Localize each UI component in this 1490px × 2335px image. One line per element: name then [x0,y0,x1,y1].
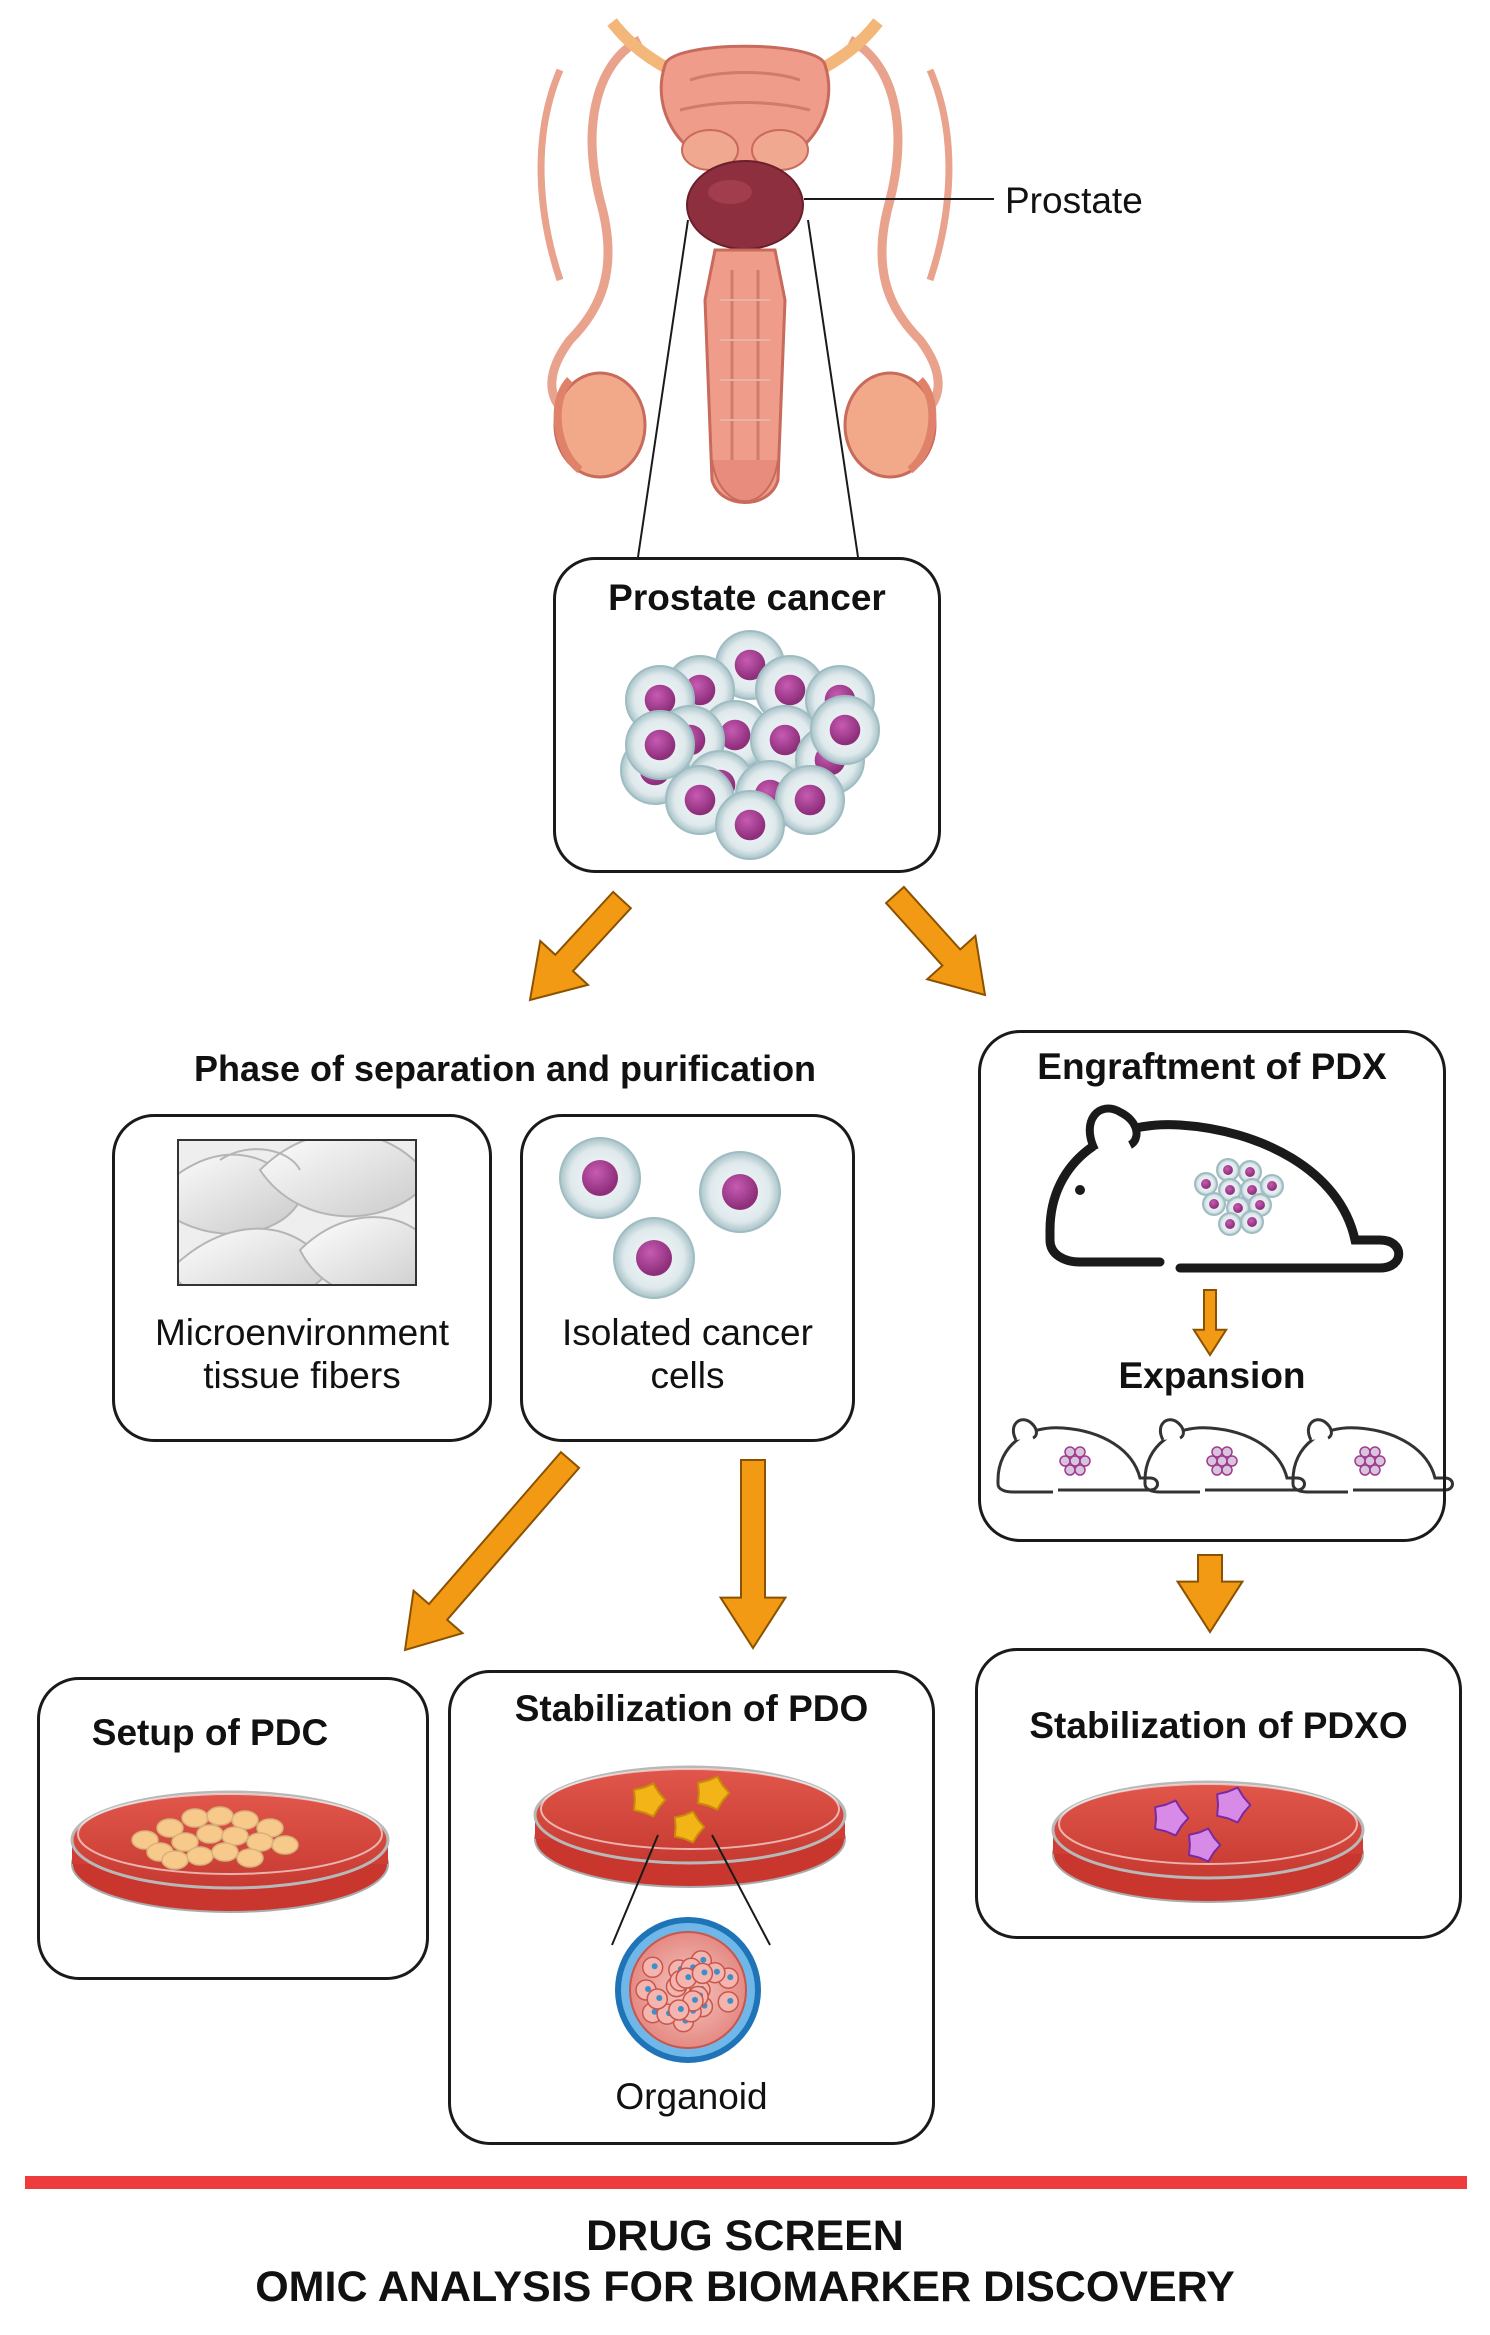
cancer-cell [715,790,785,860]
cancer-cell [613,1217,695,1299]
zoom-line-left [637,219,689,558]
pdx-box [978,1030,1446,1542]
cancer-cell [810,695,880,765]
flow-arrow [884,885,987,997]
cancer-cell [699,1151,781,1233]
pdxo-box [975,1648,1462,1939]
organoid-clump [697,1775,731,1811]
anatomy-illustration [537,18,953,504]
flow-arrow [403,1450,581,1652]
flow-arrow [1191,1289,1229,1357]
cancer-cell [1194,1172,1218,1196]
tumor-cell-cluster [620,630,880,860]
pdc-box [37,1677,429,1980]
small-mouse [996,1418,1159,1494]
pdc-cell [231,1810,259,1830]
flow-arrows [403,885,1245,1652]
organoid-clump [673,1810,706,1844]
pdo-title: Stabilization of PDO [514,1688,869,1729]
pdxo-title: Stabilization of PDXO [1029,1705,1408,1746]
fibers-label-line2: tissue fibers [203,1355,401,1396]
cancer-cell [775,765,845,835]
divider-bar [25,2176,1467,2189]
pdx-mouse-large [1045,1104,1404,1273]
cancer-cell [559,1137,641,1219]
petri-dishes [70,1765,1365,1913]
cancer-cell [625,710,695,780]
tumor-box [553,557,941,873]
pdo-box [448,1670,935,2145]
pdxo-clump [1216,1786,1252,1824]
expansion-label: Expansion [1118,1355,1306,1396]
pdxo-clump [1154,1799,1190,1837]
zoom-line-right [807,219,859,558]
cancer-cell [1260,1174,1284,1198]
fibers-label-line1: Microenvironment [154,1312,450,1353]
pdc-title: Setup of PDC [91,1712,329,1753]
pdc-cell [171,1832,199,1852]
cancer-cell [1202,1192,1226,1216]
organoid-illustration [611,1834,771,2063]
footer-line2: OMIC ANALYSIS FOR BIOMARKER DISCOVERY [255,2263,1235,2311]
flow-arrow [718,1459,788,1650]
small-mouse [1291,1418,1454,1494]
organoid-clump [633,1782,667,1818]
pdc-cell [221,1826,249,1846]
flow-arrow [1175,1554,1245,1634]
footer-line1: DRUG SCREEN [586,2212,904,2260]
pdc-petri-dish [70,1790,390,1913]
fibers-box [112,1114,492,1442]
organoid-label: Organoid [615,2076,768,2117]
isolated-cells-illustration [559,1137,781,1299]
separation-heading: Phase of separation and purification [193,1048,817,1089]
expansion-mice [996,1418,1454,1494]
pdo-petri-dish [533,1765,847,1888]
pdc-cell [271,1835,299,1855]
pdc-cell [236,1848,264,1868]
cells-label-line1: Isolated cancer [562,1312,813,1353]
pdc-cell [161,1850,189,1870]
tumor-title: Prostate cancer [608,577,886,618]
pdc-cell [211,1842,239,1862]
small-mouse [1143,1418,1306,1494]
cells-box [520,1114,855,1442]
flow-arrow [528,890,633,1002]
cancer-cell [1218,1212,1242,1236]
pdx-engrafted-tumor [1194,1158,1284,1236]
cells-label-line2: cells [650,1355,725,1396]
prostate-label: Prostate [1005,180,1143,221]
cancer-cell [1240,1210,1264,1234]
pdx-title: Engraftment of PDX [1037,1046,1387,1087]
pdc-cell [156,1818,184,1838]
pdxo-clump [1188,1827,1222,1863]
pdxo-petri-dish [1051,1780,1365,1903]
tissue-fibers-image [177,1139,417,1286]
